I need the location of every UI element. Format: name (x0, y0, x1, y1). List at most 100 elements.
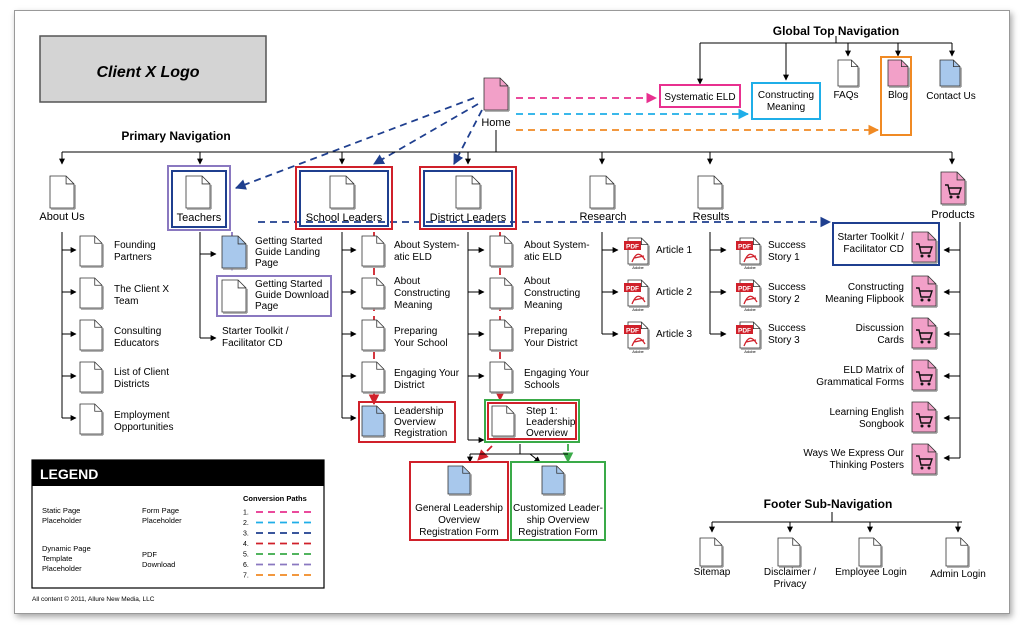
research-article-1[interactable]: Article 1 (656, 245, 693, 256)
step1-box-inner (487, 402, 577, 440)
product-page-icon-6 (911, 443, 938, 476)
footer-sitemap[interactable]: Sitemap (694, 567, 731, 578)
pdf-badge: PDF (626, 286, 639, 293)
nav-school-leaders[interactable]: School Leaders (306, 212, 383, 224)
customized-form-page-icon (541, 465, 566, 496)
district-sub-page-icon-1 (489, 235, 514, 268)
school-sub-page-icon-1 (361, 235, 386, 268)
footer-title: Footer Sub-Navigation (764, 497, 893, 511)
research-article-2[interactable]: Article 2 (656, 287, 693, 298)
district-leaders-box-inner (423, 170, 513, 227)
district-about-systematic-eld[interactable]: About System-atic ELD (524, 240, 590, 263)
legend-path-label-7: 7. (243, 573, 249, 580)
teachers-box-outer (167, 165, 231, 231)
home-label[interactable]: Home (481, 117, 510, 129)
legend-path-label-2: 2. (243, 520, 249, 527)
footer-disclaimer[interactable]: Disclaimer /Privacy (764, 567, 816, 590)
nav-contact-us[interactable]: Contact Us (926, 91, 975, 102)
teachers-starter-toolkit[interactable]: Starter Toolkit /Facilitator CD (222, 326, 289, 349)
customized-form-box (510, 461, 606, 541)
research-page-icon (589, 175, 616, 210)
nav-products[interactable]: Products (931, 209, 975, 221)
nav-results[interactable]: Results (693, 211, 730, 223)
disclaimer-page-icon (777, 537, 802, 568)
school-leadership-registration-box (358, 401, 456, 443)
nav-district-leaders[interactable]: District Leaders (430, 212, 507, 224)
nav-research[interactable]: Research (579, 211, 626, 223)
research-article-3[interactable]: Article 3 (656, 329, 693, 340)
product-page-icon-4 (911, 359, 938, 392)
cart-icon (945, 184, 962, 199)
legend-paths-title: Conversion Paths (243, 494, 307, 503)
legend-path-label-3: 3. (243, 531, 249, 538)
cart-icon (916, 243, 933, 258)
cart-icon (916, 371, 933, 386)
products-page-icon (940, 171, 967, 206)
product-page-icon-3 (911, 317, 938, 350)
products-starter-toolkit-box (832, 222, 940, 266)
adobe-brand: Adobe (744, 307, 756, 312)
about-sub-page-icon-1 (79, 235, 104, 268)
constructing-meaning-box[interactable] (751, 82, 821, 120)
legend-conversion-paths: 1.2.3.4.5.6.7. (243, 510, 316, 580)
nav-systematic-eld[interactable]: Systematic ELD (664, 92, 735, 103)
product-page-icon-5 (911, 401, 938, 434)
primary-nav-title: Primary Navigation (121, 129, 230, 143)
cart-icon (916, 413, 933, 428)
cart-icon (916, 329, 933, 344)
faqs-page-icon (837, 59, 860, 88)
footer-employee-login[interactable]: Employee Login (835, 567, 907, 578)
teachers-landing-page-icon (221, 235, 248, 270)
cart-icon (916, 287, 933, 302)
copyright: All content © 2011, Allure New Media, LL… (32, 595, 155, 603)
cart-icon (916, 455, 933, 470)
nav-faqs[interactable]: FAQs (833, 90, 858, 101)
systematic-eld-box[interactable] (659, 84, 741, 108)
product-page-icon-2 (911, 275, 938, 308)
school-sub-page-icon-2 (361, 277, 386, 310)
footer-admin-login[interactable]: Admin Login (930, 569, 986, 580)
teachers-page-icon (185, 175, 212, 210)
nav-about-us[interactable]: About Us (39, 211, 85, 223)
teachers-download-page-icon (221, 279, 248, 314)
primary-nav-connectors (59, 130, 955, 165)
nav-blog[interactable]: Blog (888, 90, 908, 101)
product-starter-toolkit[interactable]: Starter Toolkit /Facilitator CD (837, 232, 904, 255)
global-nav-title: Global Top Navigation (773, 24, 899, 38)
general-form-page-icon (447, 465, 472, 496)
nav-teachers[interactable]: Teachers (177, 212, 222, 224)
legend-path-label-5: 5. (243, 552, 249, 559)
admin-login-page-icon (945, 537, 970, 568)
school-about-systematic-eld[interactable]: About System-atic ELD (394, 240, 460, 263)
